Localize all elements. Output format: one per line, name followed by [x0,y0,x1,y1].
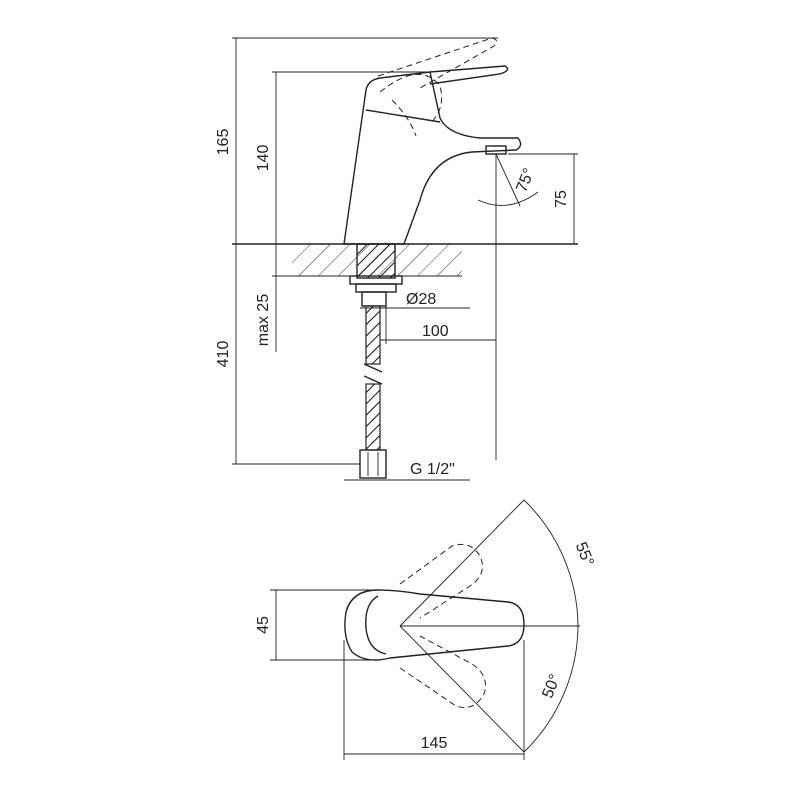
top-body [344,589,580,661]
dim-max-countertop: max 25 [255,244,292,352]
dim-handle-width: 45 [255,589,380,661]
dim-total-height-label: 165 [215,129,232,156]
dim-handle-width-label: 45 [255,616,272,634]
dim-spout-height: 75 [508,153,578,244]
dim-max-countertop-label: max 25 [255,294,272,347]
dim-thread: G 1/2" [344,461,470,481]
dim-spout-angle-label: 75° [513,166,538,195]
dim-hose-length: 410 [215,244,360,465]
dim-thread-label: G 1/2" [410,461,455,478]
dim-base-diameter-label: Ø28 [406,291,436,308]
dim-spout-height-label: 75 [553,190,570,208]
side-view: 165 140 75 75° 410 [215,37,578,481]
dim-spout-reach: 100 [380,323,496,341]
threaded-stem [349,243,403,307]
dim-spout-angle: 75° [477,153,539,460]
faucet-body [343,65,522,245]
top-handle-alt [399,543,486,708]
dim-spout-reach-label: 100 [422,323,449,340]
dim-total-length: 145 [343,640,525,760]
dim-total-height: 165 [215,37,498,244]
dim-body-height-label: 140 [255,145,272,172]
dim-rotation-right-label: 50° [539,672,564,701]
top-view: 55° 50° 45 145 [255,499,597,760]
dim-rotation-left-label: 55° [572,540,597,569]
dim-total-length-label: 145 [421,735,448,752]
countertop [232,243,578,277]
dim-body-height: 140 [255,71,430,244]
flex-hose [359,305,387,479]
dim-base-diameter: Ø28 [360,291,470,344]
dim-hose-length-label: 410 [215,341,232,368]
